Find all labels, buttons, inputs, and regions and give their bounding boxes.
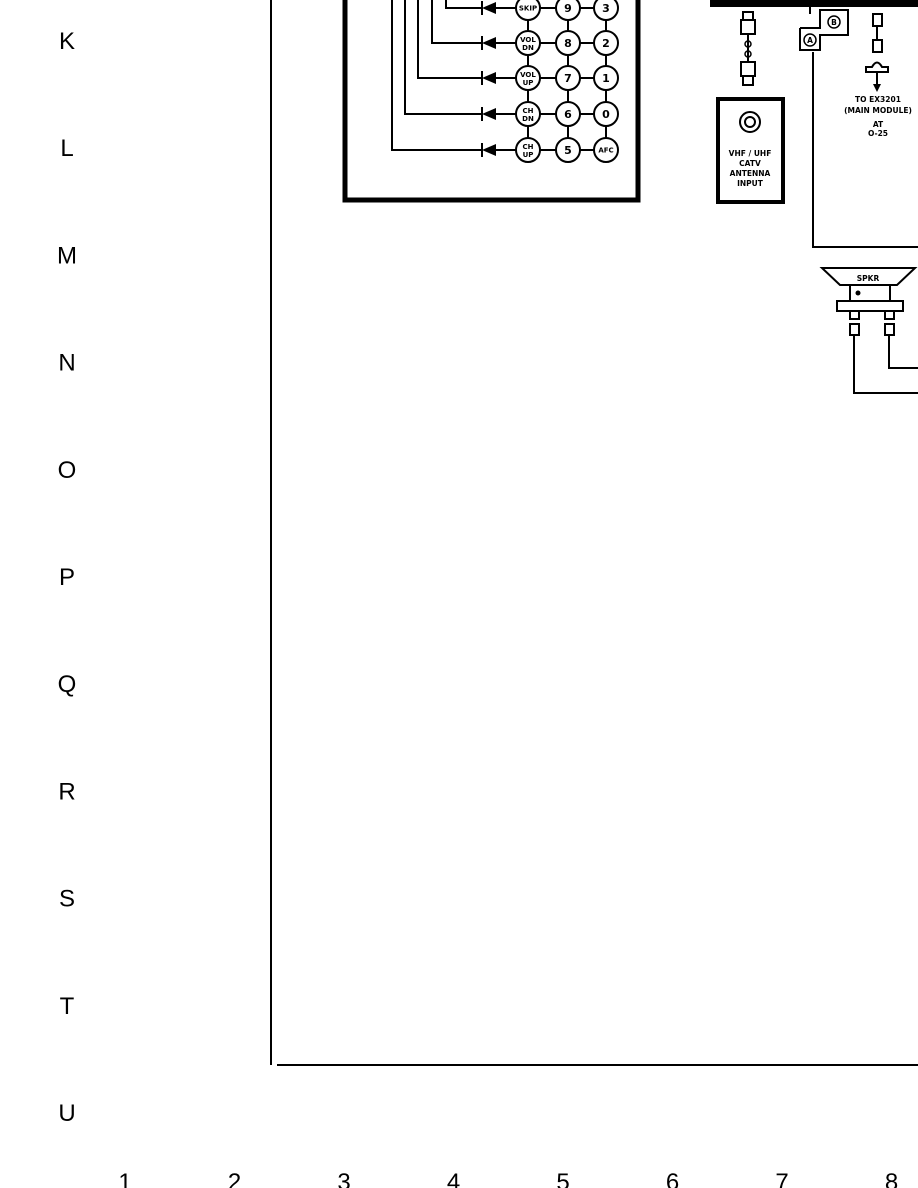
key-label: CH [523,107,534,115]
grid-row-label: T [60,993,75,1020]
svg-text:B: B [831,18,837,27]
wire [445,0,482,9]
wire [391,0,482,151]
svg-text:O-25: O-25 [868,129,888,138]
svg-text:INPUT: INPUT [737,179,764,188]
key-label: 2 [602,37,610,50]
key-label: AFC [598,147,613,155]
key-label: 5 [564,144,572,157]
grid-row-label: N [58,350,75,377]
diode-icon [482,2,496,14]
grid-row-label: M [57,242,77,269]
key-circle [593,101,619,127]
wire [431,0,482,44]
key-circle [515,65,541,91]
diode-icon [482,37,496,49]
key-label: 1 [602,72,610,85]
key-label: 0 [602,108,610,121]
key-label: CH [523,143,534,151]
key-circle [515,101,541,127]
key-circle [515,137,541,163]
grid-column-label: 8 [885,1169,898,1188]
key-label: 8 [564,37,572,50]
key-label: DN [522,44,534,52]
grid-row-label: L [60,135,73,162]
svg-text:A: A [807,36,813,45]
key-label: UP [523,79,534,87]
grid-row-label: R [58,778,75,805]
svg-text:ANTENNA: ANTENNA [730,169,771,178]
key-label: DN [522,115,534,123]
grid-column-label: 7 [775,1169,788,1188]
grid-column-label: 1 [118,1169,131,1188]
key-circle [593,30,619,56]
grid-row-label: U [58,1100,75,1127]
svg-text:VHF / UHF: VHF / UHF [729,149,772,158]
svg-text:AT: AT [873,120,884,129]
svg-text:(MAIN MODULE): (MAIN MODULE) [844,106,912,115]
antenna-input: VHF / UHF CATV ANTENNA INPUT [716,11,785,204]
key-label: 6 [564,108,572,121]
coax-jack-icon [739,111,761,133]
grid-column-label: 4 [447,1169,460,1188]
key-label: 3 [602,2,610,15]
key-label: VOL [520,71,536,79]
grid-row-label: S [59,886,75,913]
key-label: SKIP [519,5,537,13]
key-label: UP [523,151,534,159]
key-circle [555,101,581,127]
diode-icon [482,108,496,120]
keypad-row: SKIP 9 3 [445,0,619,21]
grid-row-label: O [58,457,77,484]
top-bus [710,0,918,7]
grid-column-labels: 1 2 3 4 5 6 7 8 [118,1169,898,1188]
grid-row-label: P [59,564,75,591]
grid-column-label: 3 [337,1169,350,1188]
key-circle [555,0,581,21]
wire [404,0,482,115]
key-circle [515,0,541,21]
svg-text:CATV: CATV [739,159,761,168]
ab-connector: A B [799,0,918,248]
svg-text:SPKR: SPKR [857,274,880,283]
key-circle [593,0,619,21]
grid-row-labels: K L M N O P Q R S T U [57,28,77,1127]
key-label: 7 [564,72,572,85]
key-circle [515,30,541,56]
speaker: SPKR [819,267,918,394]
key-label: VOL [520,36,536,44]
main-module-lead: TO EX3201 (MAIN MODULE) AT O-25 [844,13,912,138]
key-circle [555,30,581,56]
key-label: 9 [564,2,572,15]
key-circle [555,137,581,163]
key-circle [593,137,619,163]
grid-row-label: Q [58,671,77,698]
svg-text:TO EX3201: TO EX3201 [855,95,901,104]
arrow-down-icon [873,84,881,92]
grid-row-label: K [59,28,75,55]
speaker-icon [819,267,918,286]
wire [417,0,482,79]
grid-column-label: 6 [666,1169,679,1188]
key-circle [593,65,619,91]
diode-icon [482,144,496,156]
key-circle [555,65,581,91]
diode-icon [482,72,496,84]
grid-column-label: 2 [228,1169,241,1188]
grid-column-label: 5 [556,1169,569,1188]
